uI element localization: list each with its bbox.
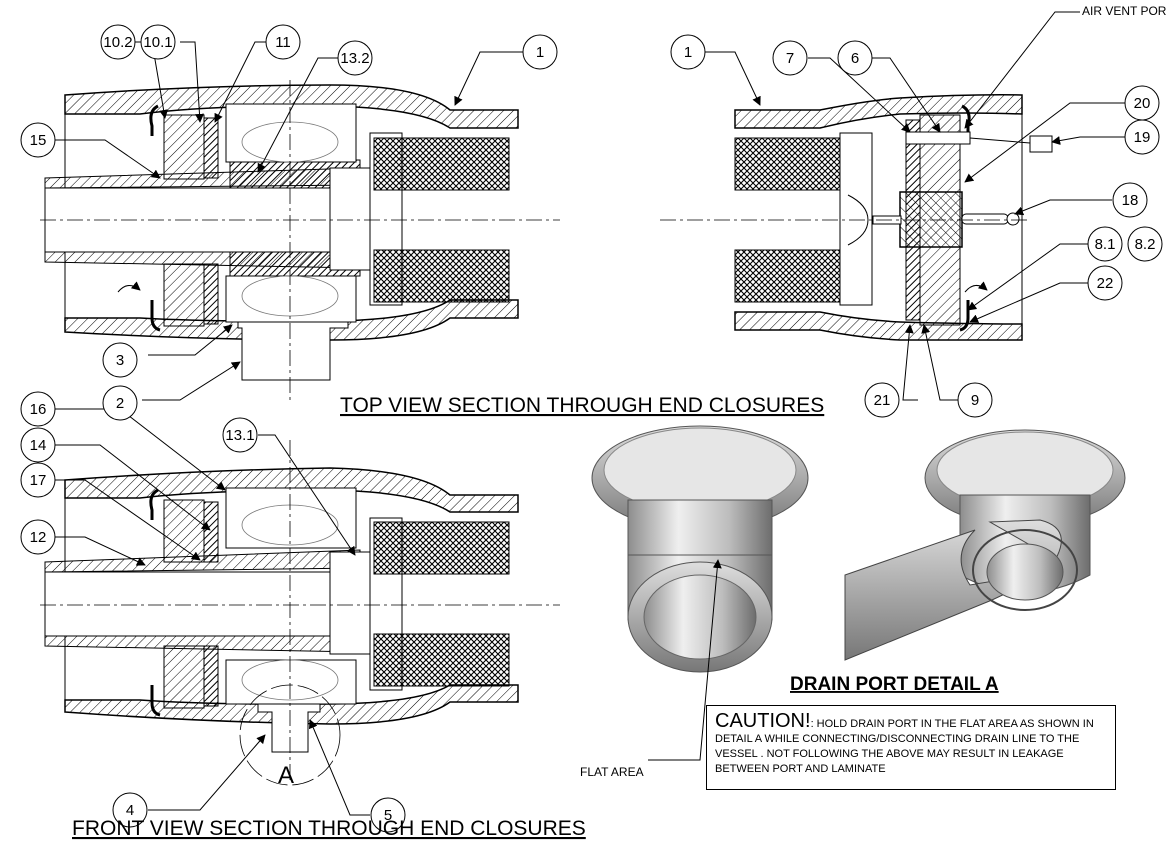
balloon-label: 10.2 — [103, 34, 132, 51]
sample-probe — [961, 213, 1009, 225]
leader-lines — [55, 11, 1128, 816]
head-ring-top — [225, 103, 357, 163]
balloon-19: 19 — [1124, 119, 1160, 155]
balloon-label: 6 — [851, 50, 859, 67]
balloon-13-1: 13.1 — [222, 417, 258, 453]
air-vent-port-label: AIR VENT PORT — [1082, 4, 1166, 18]
balloon-label: 12 — [30, 529, 47, 546]
view-marker-a: A — [278, 762, 294, 789]
balloon-12: 12 — [20, 519, 56, 555]
balloon-label: 7 — [786, 50, 794, 67]
balloon-3: 3 — [102, 342, 138, 378]
balloon-label: 21 — [874, 392, 891, 409]
drain-port-front — [257, 703, 321, 753]
vent-valve — [1029, 135, 1053, 153]
bearing-plate-front-bottom — [163, 645, 205, 709]
balloon-label: 1 — [684, 44, 692, 61]
balloon-11: 11 — [265, 24, 301, 60]
snap-ring-top — [149, 104, 159, 136]
balloon-8-2: 8.2 — [1127, 226, 1163, 262]
balloon-label: 2 — [116, 395, 124, 412]
end-cap-dome — [847, 194, 869, 246]
caution-heading: CAUTION! — [715, 710, 811, 732]
air-vent-fitting — [905, 131, 971, 145]
balloon-22: 22 — [1087, 265, 1123, 301]
detail-a-title: DRAIN PORT DETAIL A — [790, 674, 999, 695]
balloon-7: 7 — [772, 40, 808, 76]
balloon-10-2: 10.2 — [100, 24, 136, 60]
balloon-6: 6 — [837, 40, 873, 76]
balloon-label: 3 — [116, 352, 124, 369]
interconnector — [329, 167, 371, 271]
balloon-2: 2 — [102, 385, 138, 421]
balloon-label: 9 — [971, 392, 979, 409]
top-right-end-section — [660, 94, 1053, 341]
balloon-1b: 1 — [670, 34, 706, 70]
balloon-14: 14 — [20, 427, 56, 463]
flat-area-label: FLAT AREA — [580, 765, 644, 779]
drain-port-top — [237, 321, 349, 381]
balloon-1a: 1 — [522, 34, 558, 70]
element-end-r — [839, 132, 873, 306]
balloon-label: 8.1 — [1095, 236, 1116, 253]
balloon-label: 13.1 — [225, 427, 254, 444]
balloon-15: 15 — [20, 122, 56, 158]
front-view-caption: FRONT VIEW SECTION THROUGH END CLOSURES — [72, 817, 586, 840]
bearing-plate-bottom — [163, 263, 205, 327]
front-view-section: A — [40, 440, 560, 789]
bearing-plate-top — [163, 114, 205, 180]
snap-ring-bottom — [150, 300, 161, 332]
balloon-label: 1 — [536, 44, 544, 61]
snap-ring-r-bottom — [959, 300, 970, 332]
balloon-5: 5 — [370, 797, 406, 833]
balloon-label: 17 — [30, 472, 47, 489]
balloon-16: 16 — [20, 391, 56, 427]
balloon-13-2: 13.2 — [337, 40, 373, 76]
caution-note: CAUTION!: HOLD DRAIN PORT IN THE FLAT AR… — [706, 705, 1116, 790]
balloon-label: 8.2 — [1135, 236, 1156, 253]
balloon-8-1: 8.1 — [1087, 226, 1123, 262]
balloon-label: 4 — [126, 802, 134, 819]
vessel-shell-bottom-r — [734, 311, 1023, 341]
seal-plate-bottom — [203, 263, 219, 325]
balloon-21: 21 — [864, 382, 900, 418]
balloon-18: 18 — [1112, 182, 1148, 218]
permeate-port-r — [899, 191, 963, 248]
vessel-shell-top-r — [734, 94, 1023, 129]
balloon-label: 11 — [275, 34, 291, 51]
balloon-label: 10.1 — [143, 34, 172, 51]
seal-plate-top — [203, 117, 219, 179]
balloon-label: 14 — [30, 437, 47, 454]
balloon-20: 20 — [1124, 85, 1160, 121]
drain-port-detail-left — [591, 425, 809, 673]
top-left-end-section — [40, 80, 560, 400]
balloons: 1 1 10.2 10.1 11 13.2 15 3 2 7 6 20 19 1… — [20, 24, 1163, 833]
balloon-label: 18 — [1122, 192, 1139, 209]
drain-port-detail-right — [844, 429, 1126, 661]
caution-text: : HOLD DRAIN PORT IN THE FLAT AREA AS SH… — [715, 718, 1094, 775]
rotate-arrow-icon-r — [964, 281, 988, 293]
head-ring-bottom — [225, 275, 357, 323]
balloon-label: 22 — [1097, 275, 1114, 292]
balloon-label: 13.2 — [340, 50, 369, 67]
balloon-9: 9 — [957, 382, 993, 418]
membrane-element-bottom — [373, 249, 510, 303]
balloon-label: 15 — [30, 132, 47, 149]
balloon-17: 17 — [20, 462, 56, 498]
top-view-caption: TOP VIEW SECTION THROUGH END CLOSURES — [340, 394, 824, 417]
balloon-label: 16 — [30, 401, 47, 418]
balloon-label: 20 — [1134, 95, 1151, 112]
balloon-10-1: 10.1 — [140, 24, 176, 60]
balloon-4: 4 — [112, 792, 148, 828]
balloon-label: 19 — [1134, 129, 1151, 146]
membrane-element-top — [373, 137, 510, 191]
rotate-arrow-icon — [117, 281, 141, 293]
balloon-label: 5 — [384, 807, 392, 824]
